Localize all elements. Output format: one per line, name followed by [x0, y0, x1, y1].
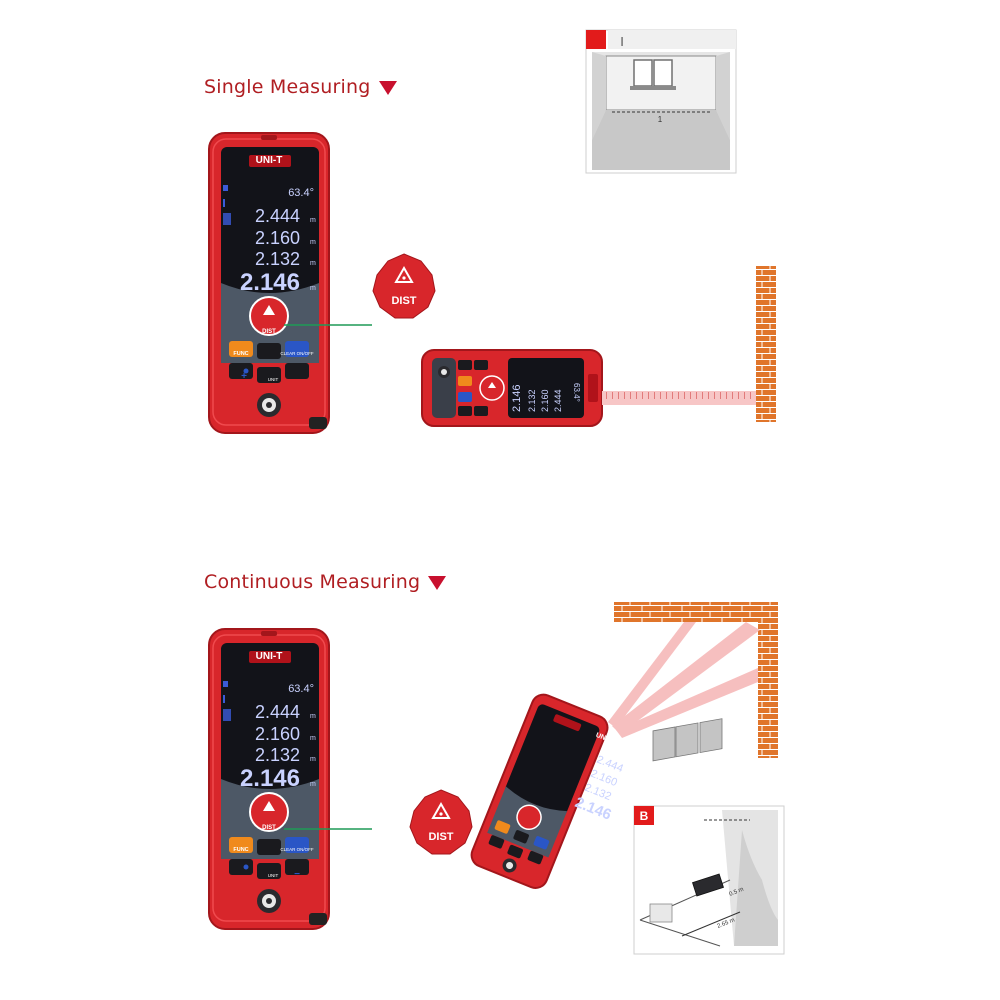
- side-device-readings: 2.146 2.132 2.160 2.444 63.4°: [511, 383, 581, 412]
- side-reading-2: 2.160: [540, 389, 550, 412]
- dist-badge: DIST: [372, 253, 436, 319]
- triangle-down-icon: [428, 575, 447, 590]
- inset-room: I 1: [585, 29, 737, 174]
- inset-3d-tag: B: [640, 809, 649, 823]
- unit-label: m: [310, 217, 316, 224]
- minus-key-label: −: [294, 869, 300, 880]
- reading-main: 2.146: [240, 269, 300, 296]
- side-reading-1: 2.444: [553, 389, 563, 412]
- unit-label: m: [310, 735, 316, 742]
- device-readings: 63.4° 2.444 2.160 2.132 2.146 m m m m: [240, 187, 316, 296]
- dist-badge: DIST: [409, 789, 473, 855]
- device-brand: UNI-T: [256, 651, 283, 662]
- unit-key-label: UNIT: [268, 377, 279, 382]
- unit-label: m: [310, 285, 316, 292]
- inset-room-tag: I: [620, 34, 624, 49]
- brick-wall: [758, 602, 778, 758]
- side-reading-angle: 63.4°: [572, 383, 581, 402]
- inset-3d-dim-short: 0.5 m: [729, 887, 745, 898]
- unit-label: m: [310, 756, 316, 763]
- inset-3d-room: B 2.65 m 0.5 m: [633, 718, 785, 955]
- dist-badge-label: DIST: [428, 831, 453, 843]
- unit-label: m: [310, 713, 316, 720]
- reading-1: 2.444: [255, 206, 300, 226]
- continuous-measuring-label: Continuous Measuring: [204, 571, 421, 593]
- reading-3: 2.132: [255, 745, 300, 765]
- unit-label: m: [310, 239, 316, 246]
- plus-key-label: +: [241, 371, 247, 382]
- reading-3: 2.132: [255, 249, 300, 269]
- reading-1: 2.444: [255, 702, 300, 722]
- unit-key-label: UNIT: [268, 873, 279, 878]
- brick-wall: [756, 266, 776, 422]
- inset-room-label: 1: [658, 115, 663, 124]
- laser-beam: [602, 391, 758, 405]
- side-reading-3: 2.132: [527, 389, 537, 412]
- reading-angle: 63.4°: [288, 683, 314, 695]
- unit-label: m: [310, 260, 316, 267]
- single-measuring-label: Single Measuring: [204, 76, 371, 98]
- reading-angle: 63.4°: [288, 187, 314, 199]
- reading-main: 2.146: [240, 765, 300, 792]
- clear-key-label: CLEAR ON/OFF: [280, 847, 314, 852]
- device-readings: 63.4° 2.444 2.160 2.132 2.146 m m m m: [240, 683, 316, 792]
- reading-2: 2.160: [255, 228, 300, 248]
- continuous-measuring-title: Continuous Measuring: [204, 571, 447, 593]
- func-key-label: FUNC: [233, 847, 248, 853]
- side-reading-main: 2.146: [511, 384, 523, 412]
- dist-key-label: DIST: [262, 825, 276, 831]
- dist-key-label: DIST: [262, 329, 276, 335]
- clear-key-label: CLEAR ON/OFF: [280, 351, 314, 356]
- func-key-label: FUNC: [233, 351, 248, 357]
- laser-beams: [608, 622, 760, 738]
- dist-badge-label: DIST: [391, 295, 416, 307]
- rangefinder-device-tilted: [470, 693, 609, 889]
- triangle-down-icon: [378, 80, 397, 95]
- device-brand: UNI-T: [256, 155, 283, 166]
- single-measuring-title: Single Measuring: [204, 76, 397, 98]
- brick-ceiling: [614, 602, 778, 622]
- unit-label: m: [310, 781, 316, 788]
- reading-2: 2.160: [255, 724, 300, 744]
